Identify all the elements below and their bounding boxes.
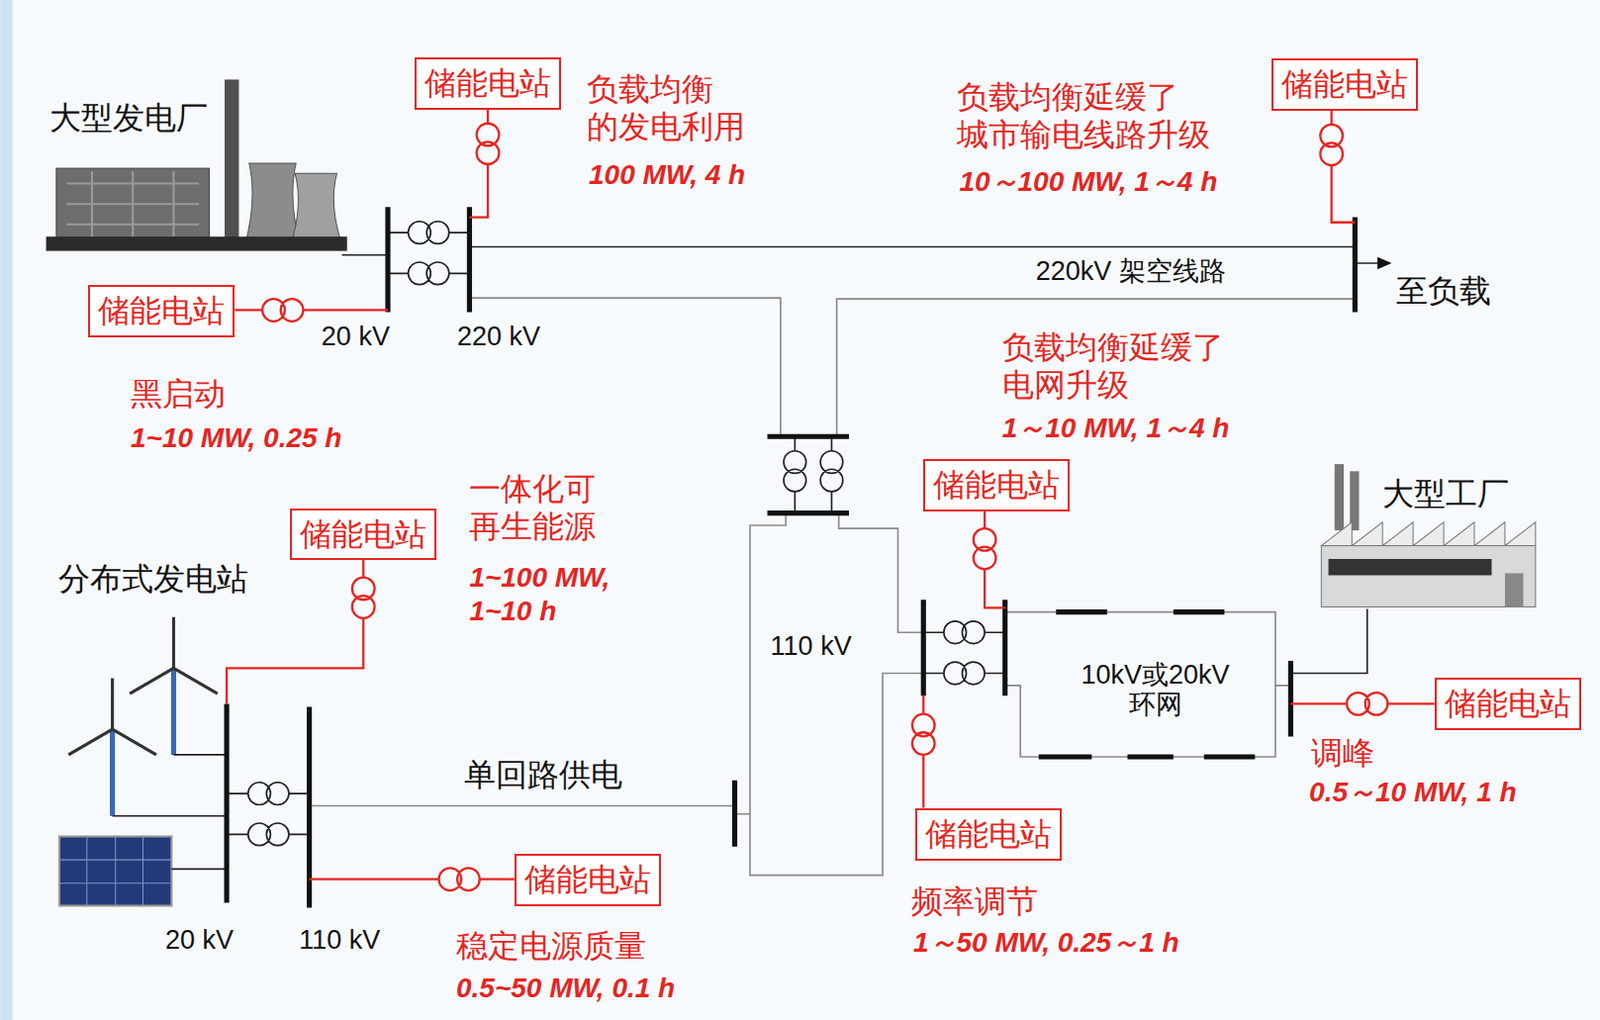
- factory-roof: [1320, 522, 1536, 547]
- grid-line: [309, 297, 1356, 876]
- factory-chimney: [1349, 470, 1359, 531]
- station-name: 储能电站: [1444, 685, 1572, 723]
- station-name: 储能电站: [925, 816, 1052, 853]
- station-name: 储能电站: [97, 292, 225, 330]
- component-label: 大型工厂: [1382, 475, 1509, 513]
- application-note: 频率调节: [911, 883, 1038, 922]
- storage-station-box: 储能电站: [514, 853, 661, 907]
- arrow-head: [1377, 257, 1392, 270]
- rating-value: 1～10 MW, 1～4 h: [1002, 411, 1230, 446]
- factory-chimney: [1334, 464, 1344, 531]
- voltage-label: 110 kV: [770, 632, 852, 662]
- storage-station-box: 储能电站: [1271, 58, 1418, 111]
- application-note: 稳定电源质量: [456, 928, 647, 966]
- solar-grid: [59, 836, 172, 906]
- storage-transformer: [262, 123, 1388, 891]
- storage-station-box: 储能电站: [915, 808, 1062, 861]
- storage-station-box: 储能电站: [88, 284, 235, 338]
- application-note: 负载均衡 的发电利用: [586, 71, 746, 147]
- network-label: 10kV或20kV 环网: [1061, 660, 1250, 720]
- storage-station-box: 储能电站: [923, 459, 1070, 512]
- application-note: 负载均衡延缓了 城市输电线路升级: [956, 79, 1211, 155]
- rating-value: 100 MW, 4 h: [588, 158, 746, 192]
- bus-bar: [226, 206, 1355, 908]
- solar-panel: [59, 836, 172, 906]
- turbine-blades: [68, 617, 218, 755]
- line-label: 单回路供电: [464, 756, 623, 794]
- cooling-tower: [245, 163, 301, 245]
- plant-chimney: [224, 79, 239, 243]
- application-note: 负载均衡延缓了 电网升级: [1002, 329, 1224, 405]
- station-name: 储能电站: [299, 516, 427, 554]
- station-name: 储能电站: [424, 65, 552, 102]
- plant-base: [46, 236, 348, 251]
- application-note: 黑启动: [130, 376, 226, 414]
- application-note: 一体化可 再生能源: [469, 470, 596, 547]
- voltage-label: 220 kV: [457, 322, 541, 353]
- rating-value: 10～100 MW, 1～4 h: [958, 165, 1218, 199]
- component-label: 大型发电厂: [49, 99, 208, 137]
- storage-station-box: 储能电站: [1434, 677, 1582, 731]
- rating-value: 1~100 MW, 1~10 h: [469, 561, 667, 628]
- plant-building: [56, 168, 210, 240]
- component-label: 分布式发电站: [58, 561, 249, 598]
- rating-value: 0.5~50 MW, 0.1 h: [456, 971, 675, 1006]
- factory-building: [1320, 546, 1536, 608]
- station-name: 储能电站: [933, 467, 1060, 504]
- rating-value: 1~10 MW, 0.25 h: [130, 421, 342, 456]
- factory-windows: [1328, 559, 1493, 575]
- plant-windows: [66, 171, 199, 237]
- rating-value: 1～50 MW, 0.25～1 h: [913, 926, 1180, 960]
- rating-value: 0.5～10 MW, 1 h: [1309, 775, 1517, 810]
- storage-station-box: 储能电站: [414, 57, 562, 110]
- direction-label: 至负载: [1396, 273, 1492, 310]
- station-name: 储能电站: [524, 861, 652, 899]
- storage-station-box: 储能电站: [289, 508, 437, 562]
- turbine-tower: [112, 667, 175, 816]
- application-note: 调峰: [1311, 735, 1375, 773]
- storage-feeder: [226, 108, 1435, 879]
- voltage-label: 20 kV: [321, 322, 390, 353]
- wire: [112, 232, 1381, 869]
- station-name: 储能电站: [1281, 66, 1409, 103]
- factory-door: [1505, 572, 1524, 607]
- edge-strip: [0, 0, 12, 1020]
- transformer-symbol: [248, 221, 985, 847]
- cooling-tower: [290, 173, 343, 245]
- voltage-label: 110 kV: [298, 926, 380, 956]
- line-label: 220kV 架空线路: [1035, 257, 1226, 287]
- voltage-label: 20 kV: [165, 926, 234, 956]
